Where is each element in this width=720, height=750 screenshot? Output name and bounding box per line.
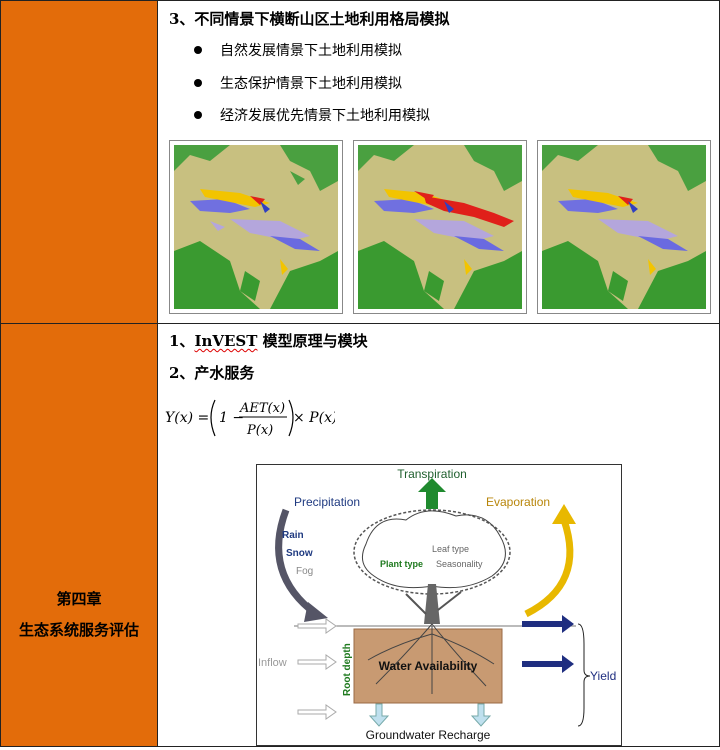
map-ecological-scenario	[353, 140, 527, 314]
svg-text:× P(x): × P(x)	[293, 410, 335, 426]
bullet-item: 生态保护情景下土地利用模拟	[194, 73, 402, 93]
label-snow: Snow	[286, 548, 313, 559]
yield-arrow-icon	[522, 615, 574, 633]
svg-text:Y(x) =: Y(x) =	[165, 410, 209, 426]
table-divider	[0, 323, 720, 324]
label-water-availability: Water Availability	[379, 659, 478, 673]
label-precipitation: Precipitation	[294, 495, 360, 509]
label-root-depth: Root depth	[342, 643, 353, 696]
table-row-ecosystem: 第四章 生态系统服务评估 1、InVEST 模型原理与模块 2、产水服务 Y(x…	[0, 324, 720, 747]
label-yield: Yield	[590, 669, 616, 683]
section-heading-water-yield: 2、产水服务	[169, 364, 255, 382]
svg-text:1 −: 1 −	[219, 410, 244, 426]
map-natural-scenario	[169, 140, 343, 314]
section-heading-scenarios: 3、不同情景下横断山区土地利用格局模拟	[169, 10, 450, 28]
bullet-item: 经济发展优先情景下土地利用模拟	[194, 105, 430, 125]
label-inflow: Inflow	[258, 657, 287, 669]
bullet-item: 自然发展情景下土地利用模拟	[194, 40, 402, 60]
left-cell-empty	[1, 0, 158, 324]
map-economic-scenario	[537, 140, 711, 314]
left-cell-chapter: 第四章 生态系统服务评估	[1, 324, 158, 747]
yield-arrow-icon	[522, 655, 574, 673]
water-yield-formula: Y(x) = 1 − AET(x) P(x) × P(x)	[165, 390, 337, 448]
chapter-number: 第四章	[56, 590, 102, 608]
tree-icon	[353, 509, 511, 624]
precipitation-arrow-icon	[275, 508, 319, 617]
label-seasonality: Seasonality	[436, 559, 483, 569]
section-heading-invest: 1、InVEST 模型原理与模块	[169, 332, 368, 350]
evaporation-arrow-icon	[524, 518, 574, 618]
soil-box	[353, 628, 503, 704]
label-transpiration: Transpiration	[397, 467, 467, 481]
label-plant-type: Plant type	[380, 559, 423, 569]
table-row-land-use: 3、不同情景下横断山区土地利用格局模拟 自然发展情景下土地利用模拟 生态保护情景…	[0, 0, 720, 324]
label-groundwater-recharge: Groundwater Recharge	[366, 728, 491, 742]
right-cell-ecosystem: 1、InVEST 模型原理与模块 2、产水服务 Y(x) = 1 − AET(x…	[158, 324, 720, 747]
label-fog: Fog	[296, 566, 313, 577]
label-leaf-type: Leaf type	[432, 544, 469, 554]
transpiration-arrow-icon	[418, 478, 446, 509]
bullet-dot-icon	[194, 111, 202, 119]
svg-text:P(x): P(x)	[246, 423, 273, 438]
svg-text:AET(x): AET(x)	[239, 401, 285, 416]
label-evaporation: Evaporation	[486, 495, 550, 509]
right-cell-land-use: 3、不同情景下横断山区土地利用格局模拟 自然发展情景下土地利用模拟 生态保护情景…	[158, 0, 720, 324]
label-rain: Rain	[282, 530, 304, 541]
bullet-dot-icon	[194, 46, 202, 54]
bullet-dot-icon	[194, 79, 202, 87]
chapter-title: 生态系统服务评估	[18, 621, 139, 639]
water-yield-diagram: Transpiration Precipitation Evaporation …	[256, 464, 622, 750]
